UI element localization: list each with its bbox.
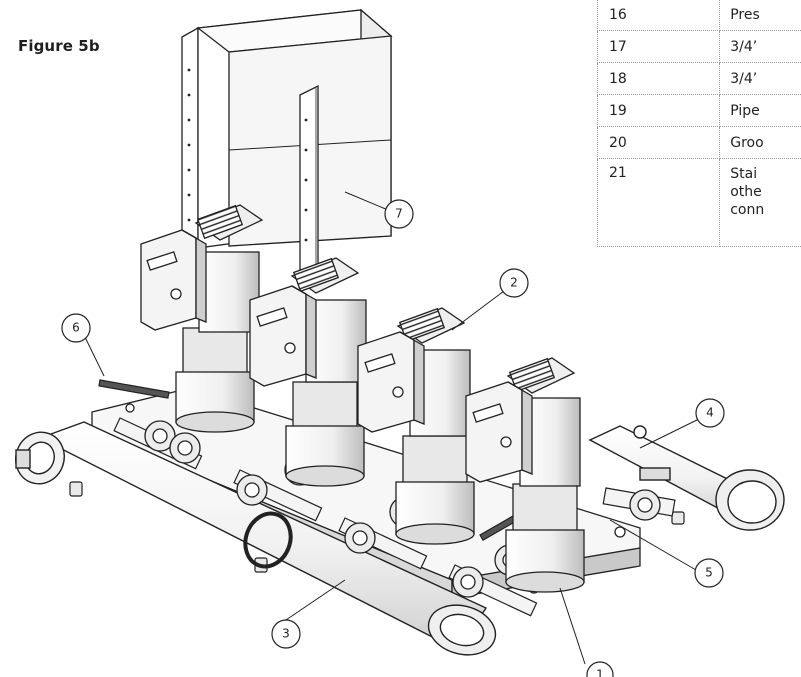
callout-1: 1 [586, 661, 614, 677]
part-description-line: othe [730, 184, 762, 200]
part-number: 20 [597, 126, 721, 159]
part-number: 21 [597, 158, 721, 247]
part-description-line: conn [730, 202, 765, 218]
part-number: 19 [597, 94, 721, 127]
suction-manifold [588, 425, 785, 531]
part-description: Pipe [719, 94, 801, 127]
parts-table: 16 Pres 17 3/4’ 18 3/4’ 19 Pipe 20 Groo … [597, 0, 801, 247]
part-description: Pres [719, 0, 801, 31]
part-description: 3/4’ [719, 30, 801, 63]
part-description-line: Stai [730, 166, 758, 182]
callout-number: 1 [596, 668, 604, 677]
table-row: 19 Pipe [597, 94, 801, 127]
table-row: 21 Stai othe conn [597, 158, 801, 247]
callout-7: 7 [384, 199, 414, 229]
pump-unit-3 [357, 307, 475, 545]
callout-number: 5 [705, 566, 713, 580]
pump-unit-2 [249, 257, 367, 487]
callout-4: 4 [695, 398, 725, 428]
pump-unit-4 [465, 357, 585, 593]
callout-number: 2 [510, 276, 518, 290]
callout-5: 5 [694, 558, 724, 588]
table-row: 20 Groo [597, 126, 801, 159]
part-description: Stai othe conn [719, 158, 801, 247]
callout-leaders [82, 191, 704, 665]
part-description: Groo [719, 126, 801, 159]
part-description: 3/4’ [719, 62, 801, 95]
callout-number: 3 [282, 627, 290, 641]
callout-6: 6 [61, 313, 91, 343]
callout-3: 3 [271, 619, 301, 649]
control-cabinet [181, 8, 393, 278]
figure-label: Figure 5b [18, 37, 100, 55]
callout-number: 6 [72, 321, 80, 335]
callout-number: 4 [706, 406, 714, 420]
discharge-manifold [15, 421, 497, 656]
callout-number: 7 [395, 207, 403, 221]
part-number: 18 [597, 62, 721, 95]
pump-unit-1 [140, 204, 264, 433]
table-row: 16 Pres [597, 0, 801, 31]
table-row: 18 3/4’ [597, 62, 801, 95]
callout-2: 2 [499, 268, 529, 298]
parts-table-container: 16 Pres 17 3/4’ 18 3/4’ 19 Pipe 20 Groo … [597, 0, 801, 268]
